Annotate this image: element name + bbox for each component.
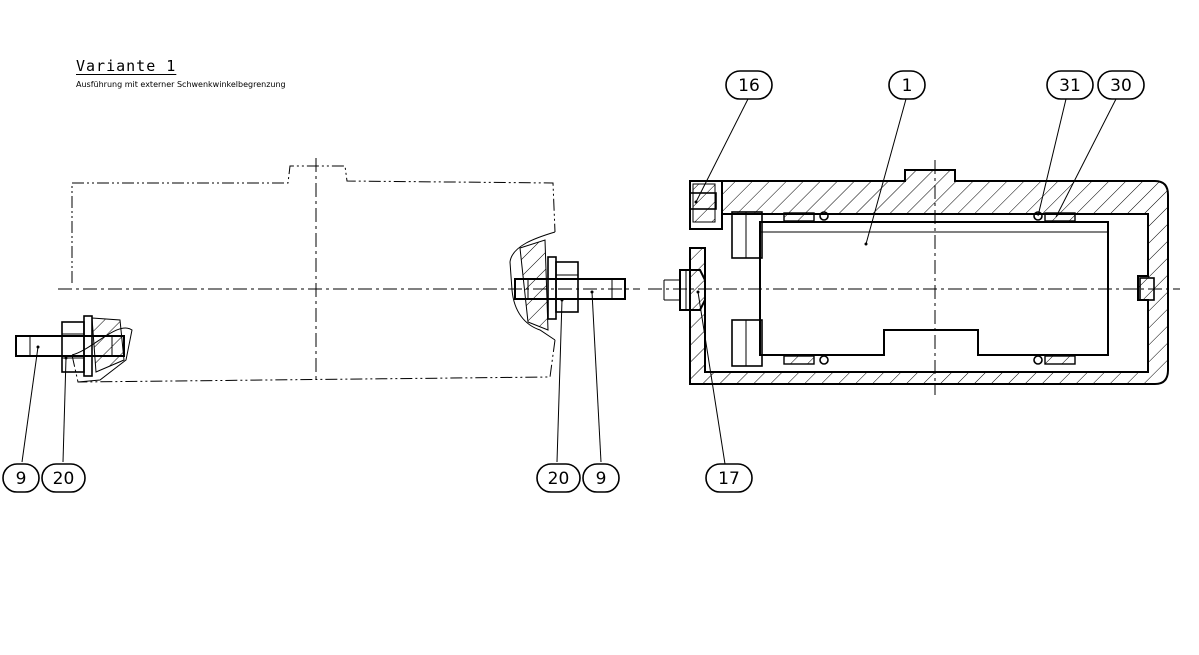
- leader-right-20: [556, 299, 563, 463]
- leader-left-20: [62, 357, 67, 463]
- housing-section: [689, 169, 1169, 385]
- balloon-17: 17: [705, 463, 753, 493]
- leader-17: [697, 291, 726, 465]
- balloon-label: 30: [1110, 76, 1132, 96]
- leader-left-9: [21, 346, 39, 463]
- drawing-subtitle: Ausführung mit externer Schwenkwinkelbeg…: [76, 80, 286, 89]
- right-stop-bolt-assembly: [509, 231, 626, 341]
- leader-right-9: [591, 291, 602, 463]
- piston: [759, 221, 1109, 356]
- balloon-9-right: 9: [582, 463, 620, 493]
- balloon-label: 1: [902, 76, 913, 96]
- stop-screw-17: [679, 269, 706, 311]
- balloon-16: 16: [725, 70, 773, 100]
- leader-16: [695, 98, 749, 203]
- balloon-9-left: 9: [2, 463, 40, 493]
- balloon-label: 16: [738, 76, 760, 96]
- leader-1: [865, 98, 907, 245]
- balloon-20-left: 20: [41, 463, 86, 493]
- balloon-label: 31: [1059, 76, 1081, 96]
- leader-31: [1037, 98, 1067, 217]
- drawing-title: Variante 1: [76, 57, 177, 75]
- balloon-30: 30: [1097, 70, 1145, 100]
- left-stop-bolt-assembly: [15, 315, 133, 383]
- leader-30: [1055, 98, 1117, 218]
- balloon-1: 1: [888, 70, 926, 100]
- seal-30: [783, 212, 815, 222]
- balloon-label: 17: [718, 469, 740, 489]
- seal-31: [1033, 211, 1043, 221]
- left-view: [15, 158, 640, 463]
- left-view-outline: [71, 165, 556, 383]
- balloon-label: 20: [548, 469, 570, 489]
- balloon-label: 9: [596, 469, 607, 489]
- balloon-label: 20: [53, 469, 75, 489]
- balloon-label: 9: [16, 469, 27, 489]
- balloon-20-right: 20: [536, 463, 581, 493]
- balloon-31: 31: [1046, 70, 1094, 100]
- section-view: [648, 98, 1180, 465]
